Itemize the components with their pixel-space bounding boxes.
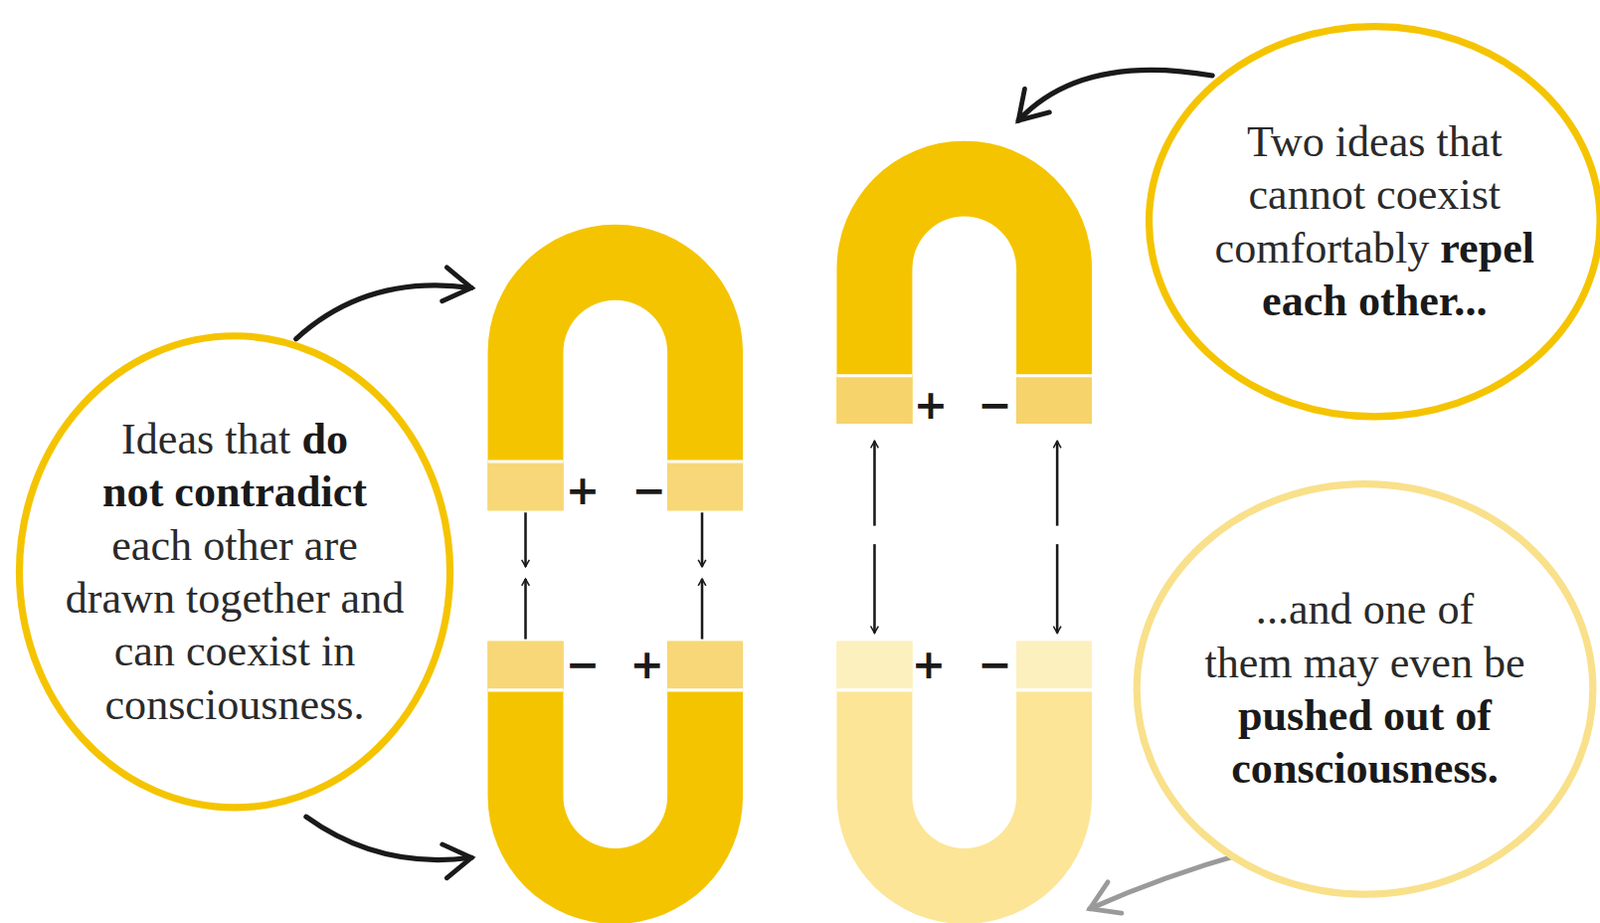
circle-outline	[1132, 479, 1598, 898]
magnet-pole	[1016, 375, 1092, 424]
polarity-sign: −	[977, 643, 1012, 685]
pole-divider	[836, 688, 912, 692]
polarity-sign: +	[913, 383, 948, 425]
magnet-pole	[1016, 641, 1092, 691]
circle-outline	[1149, 26, 1600, 417]
pole-divider	[488, 688, 564, 692]
polarity-sign: −	[565, 643, 600, 685]
pole-divider	[667, 688, 743, 692]
repulsion-arrows	[874, 440, 1058, 633]
magnet-pole	[488, 641, 564, 691]
magnet-pole	[488, 461, 564, 511]
magnet-pole	[667, 641, 743, 691]
pole-divider	[667, 459, 743, 463]
circle-outline	[1136, 484, 1594, 895]
callout-text: Ideas that do not contradict each other …	[14, 332, 454, 812]
callout-circle: Ideas that do not contradict each other …	[14, 332, 454, 812]
circle-outline	[14, 332, 454, 812]
polarity-sign: +	[911, 643, 946, 685]
polarity-sign: −	[631, 469, 666, 511]
pole-divider	[1016, 688, 1092, 692]
circle-outline	[1144, 22, 1600, 421]
pole-divider	[836, 373, 912, 377]
pole-divider	[1016, 373, 1092, 377]
magnet-pole	[836, 375, 912, 424]
leader-arrow	[1089, 852, 1247, 908]
polarity-sign: +	[565, 469, 600, 511]
magnet-body	[836, 141, 1092, 424]
magnet-pole	[836, 641, 912, 691]
callout-text: ...and one of them may even be pushed ou…	[1132, 479, 1598, 898]
magnet-body	[488, 641, 744, 923]
circle-outline	[18, 336, 450, 808]
magnet-body	[488, 224, 744, 511]
polarity-sign: −	[977, 383, 1012, 425]
pole-divider	[488, 459, 564, 463]
callout-circle: ...and one of them may even be pushed ou…	[1132, 479, 1598, 898]
leader-arrow	[306, 816, 472, 860]
callout-text: Two ideas that cannot coexist comfortabl…	[1144, 22, 1600, 421]
callout-circle: Two ideas that cannot coexist comfortabl…	[1144, 22, 1600, 421]
leader-arrow	[296, 285, 473, 340]
magnet-body	[836, 641, 1092, 923]
polarity-sign: +	[629, 643, 664, 685]
attraction-arrows	[525, 512, 703, 639]
magnet-pole	[667, 461, 743, 511]
